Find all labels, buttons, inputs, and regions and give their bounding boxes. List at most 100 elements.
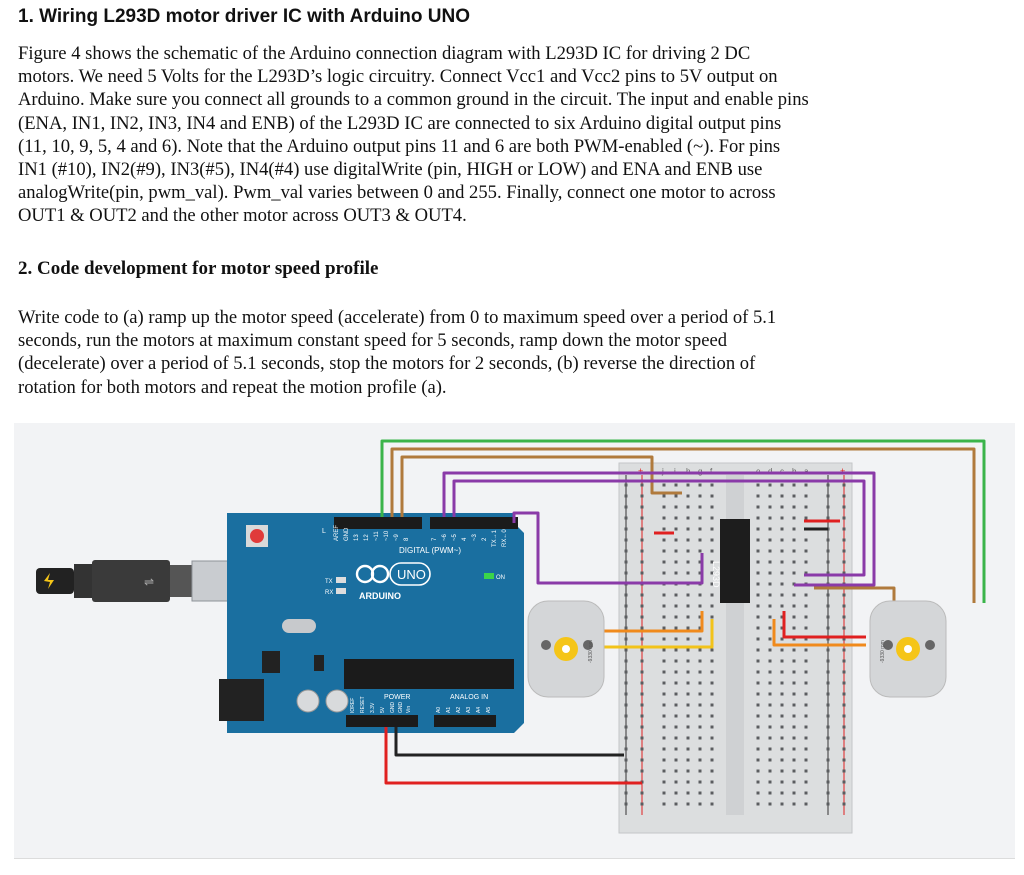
breadboard-hole	[662, 549, 666, 553]
breadboard-hole	[662, 494, 666, 498]
breadboard-hole	[662, 736, 666, 740]
breadboard-hole	[698, 681, 702, 685]
breadboard-hole	[624, 692, 628, 696]
breadboard-hole	[826, 714, 830, 718]
pin-label: GND	[390, 702, 396, 714]
breadboard-hole	[792, 725, 796, 729]
breadboard-hole	[842, 516, 846, 520]
breadboard-hole	[698, 560, 702, 564]
breadboard-hole	[842, 692, 846, 696]
pin-label: AREF	[334, 525, 340, 541]
breadboard-hole	[792, 780, 796, 784]
breadboard-hole	[756, 527, 760, 531]
breadboard-hole	[780, 538, 784, 542]
breadboard-hole	[842, 780, 846, 784]
breadboard-hole	[756, 538, 760, 542]
breadboard-hole	[792, 560, 796, 564]
breadboard-hole	[674, 747, 678, 751]
breadboard-hole	[710, 538, 714, 542]
breadboard-hole	[826, 703, 830, 707]
breadboard-hole	[756, 516, 760, 520]
breadboard-holes	[624, 483, 846, 806]
pin-label: 4	[462, 537, 468, 541]
power-pin-labels: IOREF RESET 3.3V 5V GND GND Vin A0 A1 A2…	[350, 696, 492, 713]
breadboard-hole	[686, 626, 690, 630]
digital-pin-labels: AREF GND 13 12 ~11 ~10 ~9 8 7 ~6 ~5 4 ~3…	[334, 525, 508, 547]
breadboard-hole	[780, 791, 784, 795]
section-2-paragraph: Write code to (a) ramp up the motor spee…	[18, 306, 1010, 399]
breadboard-hole	[686, 780, 690, 784]
breadboard-hole	[780, 626, 784, 630]
breadboard-hole	[698, 791, 702, 795]
breadboard-hole	[686, 483, 690, 487]
breadboard-hole	[624, 516, 628, 520]
breadboard-hole	[710, 736, 714, 740]
breadboard-hole	[662, 681, 666, 685]
power-label: POWER	[384, 694, 410, 701]
breadboard-hole	[842, 626, 846, 630]
breadboard-hole	[624, 725, 628, 729]
pin-label: RESET	[360, 696, 366, 713]
breadboard-hole	[674, 516, 678, 520]
pin-label: ~9	[394, 533, 400, 541]
breadboard-hole	[780, 780, 784, 784]
breadboard-hole	[792, 538, 796, 542]
pin-label: GND	[398, 702, 404, 714]
breadboard-hole	[710, 582, 714, 586]
breadboard-hole	[686, 703, 690, 707]
breadboard-hole	[842, 714, 846, 718]
breadboard-hole	[698, 626, 702, 630]
breadboard-hole	[756, 659, 760, 663]
breadboard-hole	[624, 802, 628, 806]
breadboard-hole	[640, 747, 644, 751]
breadboard-hole	[842, 483, 846, 487]
breadboard-hole	[842, 747, 846, 751]
breadboard-hole	[756, 626, 760, 630]
breadboard-hole	[780, 571, 784, 575]
breadboard-hole	[756, 648, 760, 652]
wire-purple-2	[452, 479, 866, 577]
breadboard-hole	[792, 791, 796, 795]
breadboard-hole	[756, 736, 760, 740]
breadboard-hole	[662, 483, 666, 487]
breadboard-hole	[624, 736, 628, 740]
breadboard-hole	[780, 505, 784, 509]
breadboard-hole	[686, 692, 690, 696]
breadboard-hole	[842, 549, 846, 553]
breadboard-hole	[768, 725, 772, 729]
digital-label: DIGITAL (PWM~)	[399, 546, 461, 555]
breadboard-hole	[826, 538, 830, 542]
breadboard-hole	[674, 483, 678, 487]
breadboard-hole	[640, 593, 644, 597]
breadboard-hole	[842, 758, 846, 762]
pin-label: A2	[456, 707, 462, 713]
breadboard-hole	[674, 780, 678, 784]
breadboard-hole	[780, 769, 784, 773]
pin-label: 13	[354, 534, 360, 541]
wiring-diagram: ⇌ AREF GND 13	[36, 439, 986, 834]
breadboard-hole	[640, 648, 644, 652]
breadboard-hole	[710, 505, 714, 509]
pin-label: ~3	[472, 533, 478, 541]
arduino-board: AREF GND 13 12 ~11 ~10 ~9 8 7 ~6 ~5 4 ~3…	[219, 513, 524, 733]
rx-label: RX	[325, 590, 333, 596]
breadboard-hole	[826, 516, 830, 520]
motor-right: -9330 rpm	[869, 600, 947, 698]
wire-red-2	[782, 611, 866, 639]
breadboard-hole	[792, 736, 796, 740]
breadboard-hole	[842, 604, 846, 608]
wire-black	[394, 727, 624, 757]
breadboard-hole	[698, 494, 702, 498]
breadboard-hole	[640, 714, 644, 718]
breadboard-hole	[674, 571, 678, 575]
breadboard-hole	[640, 637, 644, 641]
breadboard-hole	[768, 747, 772, 751]
breadboard-hole	[662, 659, 666, 663]
breadboard-hole	[780, 615, 784, 619]
paragraph-line: Write code to (a) ramp up the motor spee…	[18, 307, 777, 328]
breadboard-hole	[756, 560, 760, 564]
breadboard-hole	[804, 780, 808, 784]
breadboard-hole	[780, 714, 784, 718]
breadboard-hole	[624, 747, 628, 751]
breadboard-hole	[768, 769, 772, 773]
